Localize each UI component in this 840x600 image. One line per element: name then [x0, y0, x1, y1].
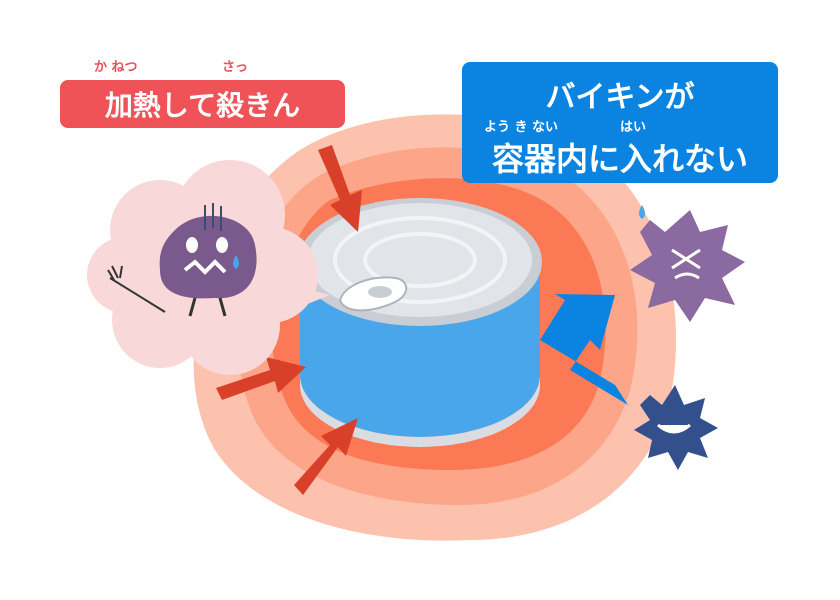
arrow-bottom [294, 418, 358, 495]
seal-label-line1: バイキンが [545, 80, 695, 115]
ruby-satsu: さっ [222, 60, 249, 75]
arrow-top [318, 145, 362, 232]
seal-label-line2: 容器内に入れない [491, 140, 748, 178]
purple-germ-icon [630, 205, 745, 322]
can [298, 198, 542, 447]
heat-sterilization-label: 加熱して殺きん [60, 80, 345, 128]
arrow-left [216, 357, 306, 400]
heat-arrows [216, 145, 362, 495]
blocked-arrow [540, 294, 628, 405]
blue-germ-icon [634, 385, 718, 470]
ruby-kanetsu: か ねつ [94, 60, 138, 75]
ruby-youkinai: よう き ない [484, 120, 559, 135]
seal-label: バイキンが よう き ない はい 容器内に入れない [462, 62, 778, 183]
defeated-germ-icon [107, 203, 257, 317]
ruby-hai: はい [620, 120, 647, 135]
